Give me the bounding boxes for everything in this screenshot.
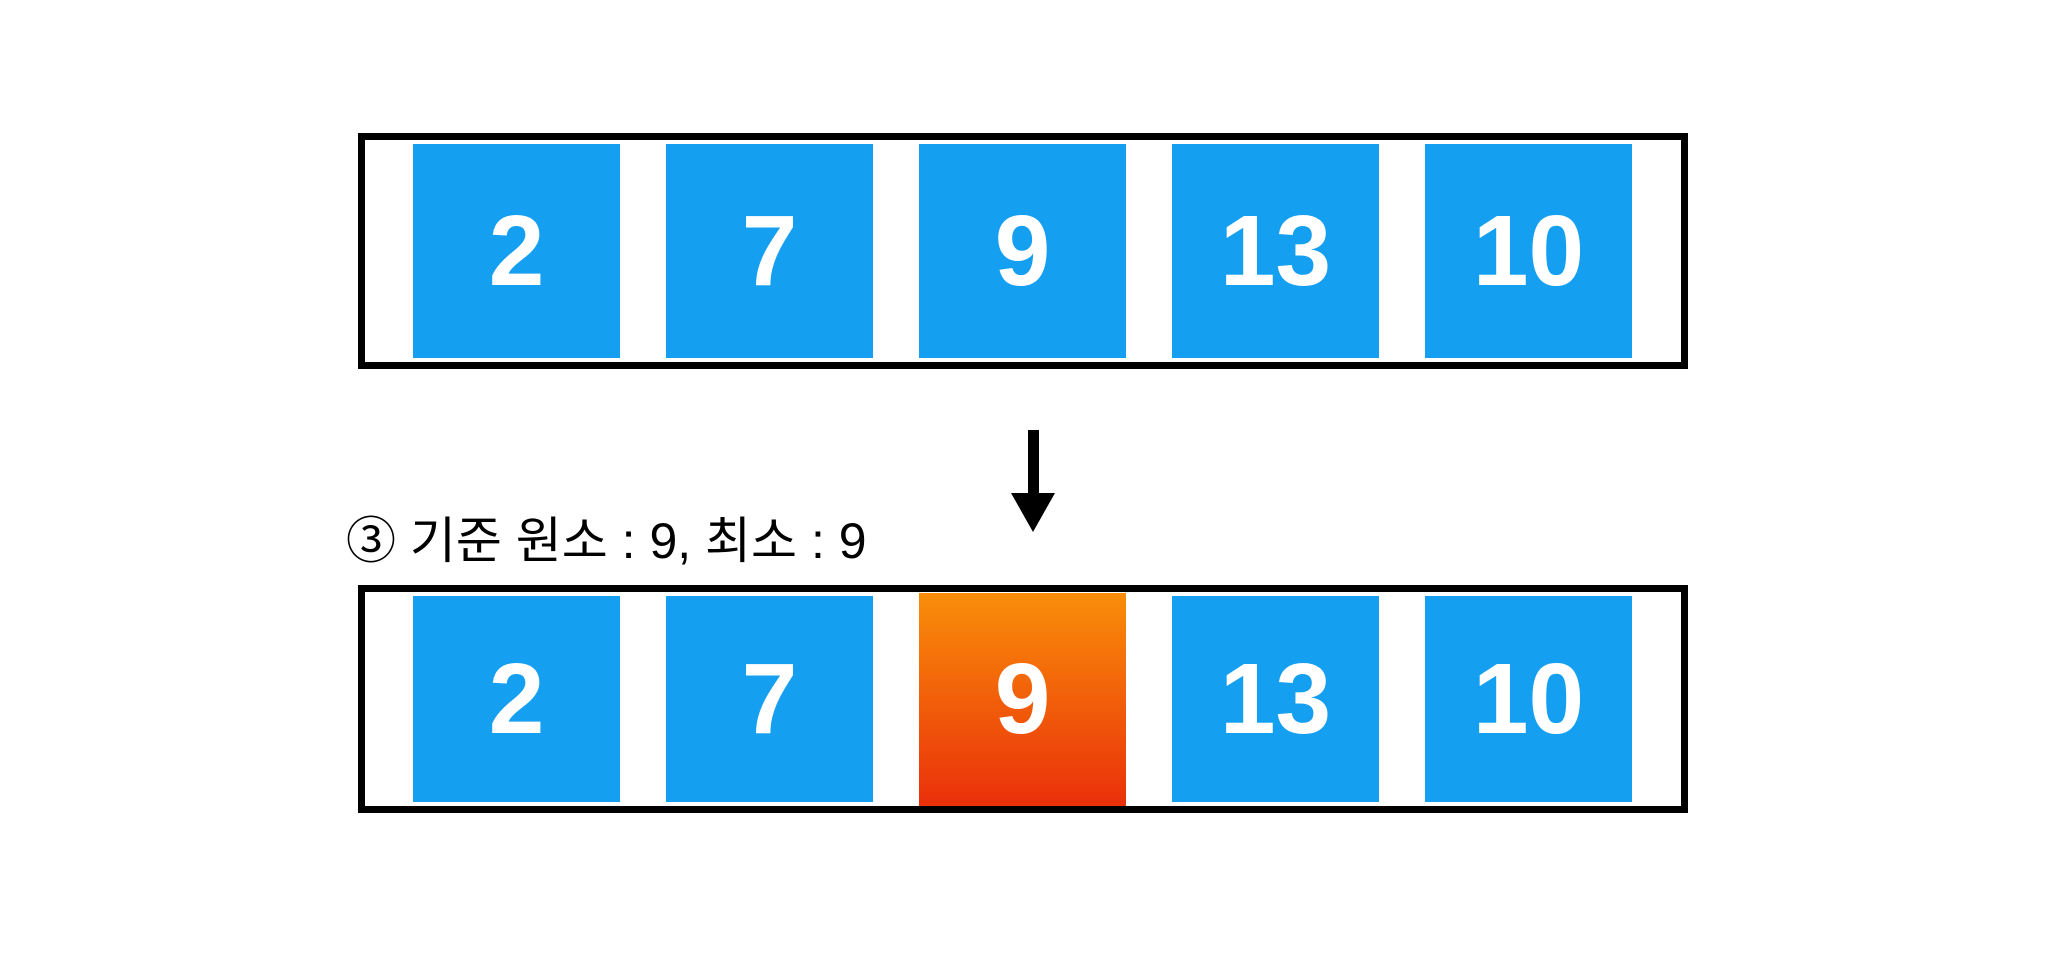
array-cell-7: 7 (666, 144, 873, 358)
array-cell-9-highlighted: 9 (919, 592, 1126, 806)
array-cell-2: 2 (413, 596, 620, 802)
down-arrow-head (1011, 493, 1055, 532)
down-arrow-shaft (1027, 430, 1039, 493)
array-cell-13: 13 (1172, 596, 1379, 802)
step-annotation-label: ③ 기준 원소 : 9, 최소 : 9 (346, 513, 867, 569)
array-cell-10: 10 (1425, 596, 1632, 802)
array-cell-2: 2 (413, 144, 620, 358)
array-cell-7: 7 (666, 596, 873, 802)
array-cell-13: 13 (1172, 144, 1379, 358)
down-arrow-icon (1011, 430, 1055, 532)
array-cell-9: 9 (919, 144, 1126, 358)
array-cell-10: 10 (1425, 144, 1632, 358)
